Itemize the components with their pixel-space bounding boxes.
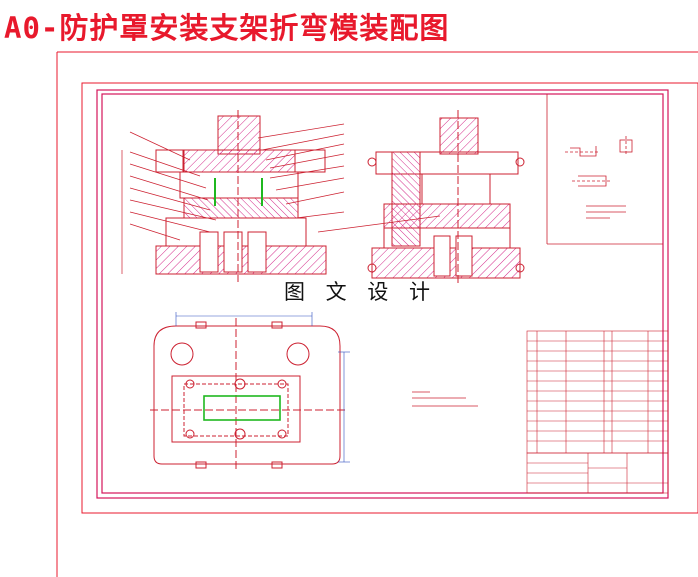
title-block [526, 452, 669, 494]
leader-lines-left [121, 131, 217, 274]
side-section-view [367, 110, 525, 284]
dimension-lines [175, 312, 350, 463]
technical-notes [412, 391, 478, 407]
front-section-view [155, 110, 327, 282]
top-plan-view [150, 318, 346, 472]
sheet-border [56, 51, 698, 577]
watermark-text: 图 文 设 计 [284, 280, 438, 304]
leader-lines-right [257, 123, 345, 219]
part-detail-view [546, 94, 663, 245]
leader-line-side [317, 215, 441, 233]
workpiece-outline [203, 395, 281, 421]
parts-list-table [526, 330, 669, 454]
inner-frame [96, 89, 669, 499]
page-title: A0-防护罩安装支架折弯模装配图 [4, 11, 450, 45]
